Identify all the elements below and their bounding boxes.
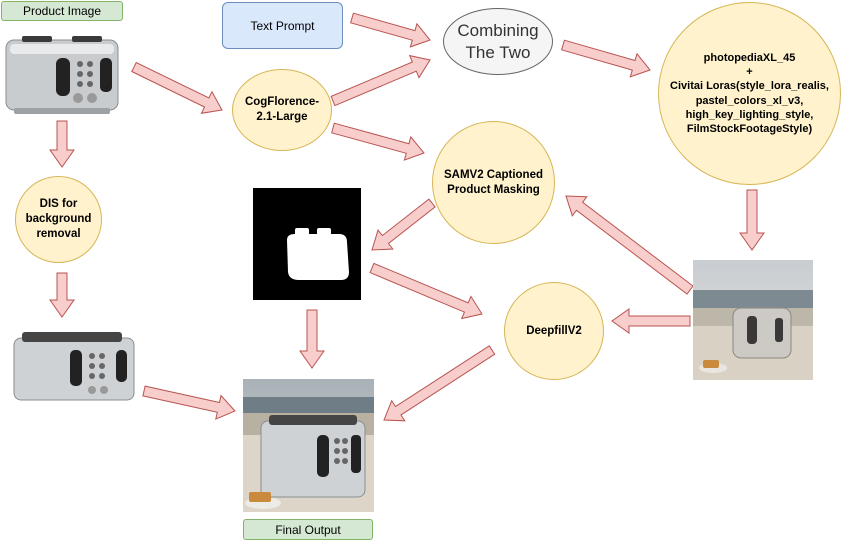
product-image-label: Product Image <box>1 1 123 21</box>
cogflorence-text: CogFlorence- 2.1-Large <box>244 96 320 123</box>
cogflorence-node: CogFlorence- 2.1-Large <box>232 69 332 151</box>
final-output-label: Final Output <box>243 519 373 540</box>
photopedia-text: photopediaXL_45 + Civitai Loras(style_lo… <box>670 51 829 136</box>
deepfill-node: DeepfillV2 <box>504 282 604 380</box>
text-prompt-text: Text Prompt <box>250 18 315 33</box>
arrow-samv2-to-mask <box>371 198 436 251</box>
arrow-bgremoved-to-final <box>142 385 236 420</box>
combining-text: Combining The Two <box>457 21 539 62</box>
deepfill-text: DeepfillV2 <box>526 324 582 337</box>
mask-image <box>253 188 361 300</box>
arrow-scene-to-deepfill <box>611 308 691 334</box>
arrow-dis-to-bgremoved <box>49 272 75 318</box>
background-removed-image <box>8 326 140 406</box>
photopedia-node: photopediaXL_45 + Civitai Loras(style_lo… <box>658 2 841 185</box>
arrow-cogflorence-to-combining <box>330 54 431 107</box>
text-prompt-box: Text Prompt <box>222 2 343 49</box>
arrow-cogflorence-to-samv2 <box>331 122 425 161</box>
product-image <box>0 28 124 118</box>
arrow-combining-to-photopedia <box>560 39 651 78</box>
arrow-textprompt-to-combining <box>349 12 431 48</box>
arrow-mask-to-final <box>299 309 325 369</box>
samv2-node: SAMV2 Captioned Product Masking <box>432 121 555 244</box>
dis-text: DIS for background removal <box>25 198 92 240</box>
final-output-image <box>243 379 374 512</box>
final-output-label-text: Final Output <box>275 522 341 537</box>
arrow-product-to-dis <box>49 120 75 168</box>
combining-node: Combining The Two <box>443 8 553 75</box>
product-image-label-text: Product Image <box>22 4 102 18</box>
arrow-product-to-cogflorence <box>131 61 223 114</box>
dis-node: DIS for background removal <box>15 176 102 263</box>
samv2-text: SAMV2 Captioned Product Masking <box>443 168 544 196</box>
arrow-mask-to-deepfill <box>369 262 483 320</box>
arrow-deepfill-to-final <box>383 345 496 422</box>
generated-scene-image <box>693 260 813 380</box>
arrow-scene-to-samv2 <box>565 195 694 295</box>
arrow-photopedia-to-scene <box>739 189 765 251</box>
